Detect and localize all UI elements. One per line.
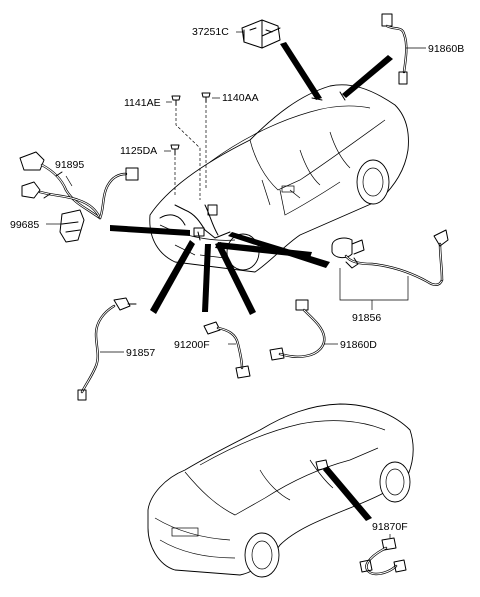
label-37251C: 37251C bbox=[192, 26, 229, 38]
part-99685-bracket bbox=[46, 209, 85, 243]
label-91857: 91857 bbox=[126, 347, 155, 359]
part-91870F-cable bbox=[315, 459, 407, 576]
label-1125DA: 1125DA bbox=[120, 145, 157, 157]
label-91856: 91856 bbox=[352, 312, 381, 324]
bolt-1140AA bbox=[201, 92, 211, 103]
label-91895: 91895 bbox=[55, 159, 84, 171]
bolt-1125DA bbox=[170, 144, 180, 156]
front-car-illustration bbox=[149, 84, 409, 273]
bolt-guides bbox=[174, 100, 207, 200]
part-91857-cable bbox=[77, 297, 137, 401]
bolt-1141AE bbox=[171, 95, 181, 106]
part-91860B-cable bbox=[381, 13, 426, 85]
label-91200F: 91200F bbox=[174, 339, 210, 351]
part-91860D-cable bbox=[269, 299, 338, 361]
label-1141AE: 1141AE bbox=[124, 97, 161, 109]
label-99685: 99685 bbox=[10, 219, 39, 231]
part-37251C-sensor bbox=[236, 19, 281, 49]
label-91860B: 91860B bbox=[428, 43, 464, 55]
label-91860D: 91860D bbox=[340, 339, 377, 351]
part-91895-harness bbox=[19, 151, 139, 220]
part-91200F-cable bbox=[203, 321, 251, 379]
label-1140AA: 1140AA bbox=[222, 92, 259, 104]
pointer-wedges bbox=[110, 42, 393, 521]
label-91870F: 91870F bbox=[372, 521, 408, 533]
part-91856-battery-cable bbox=[331, 229, 449, 310]
rear-car-illustration bbox=[147, 403, 414, 578]
